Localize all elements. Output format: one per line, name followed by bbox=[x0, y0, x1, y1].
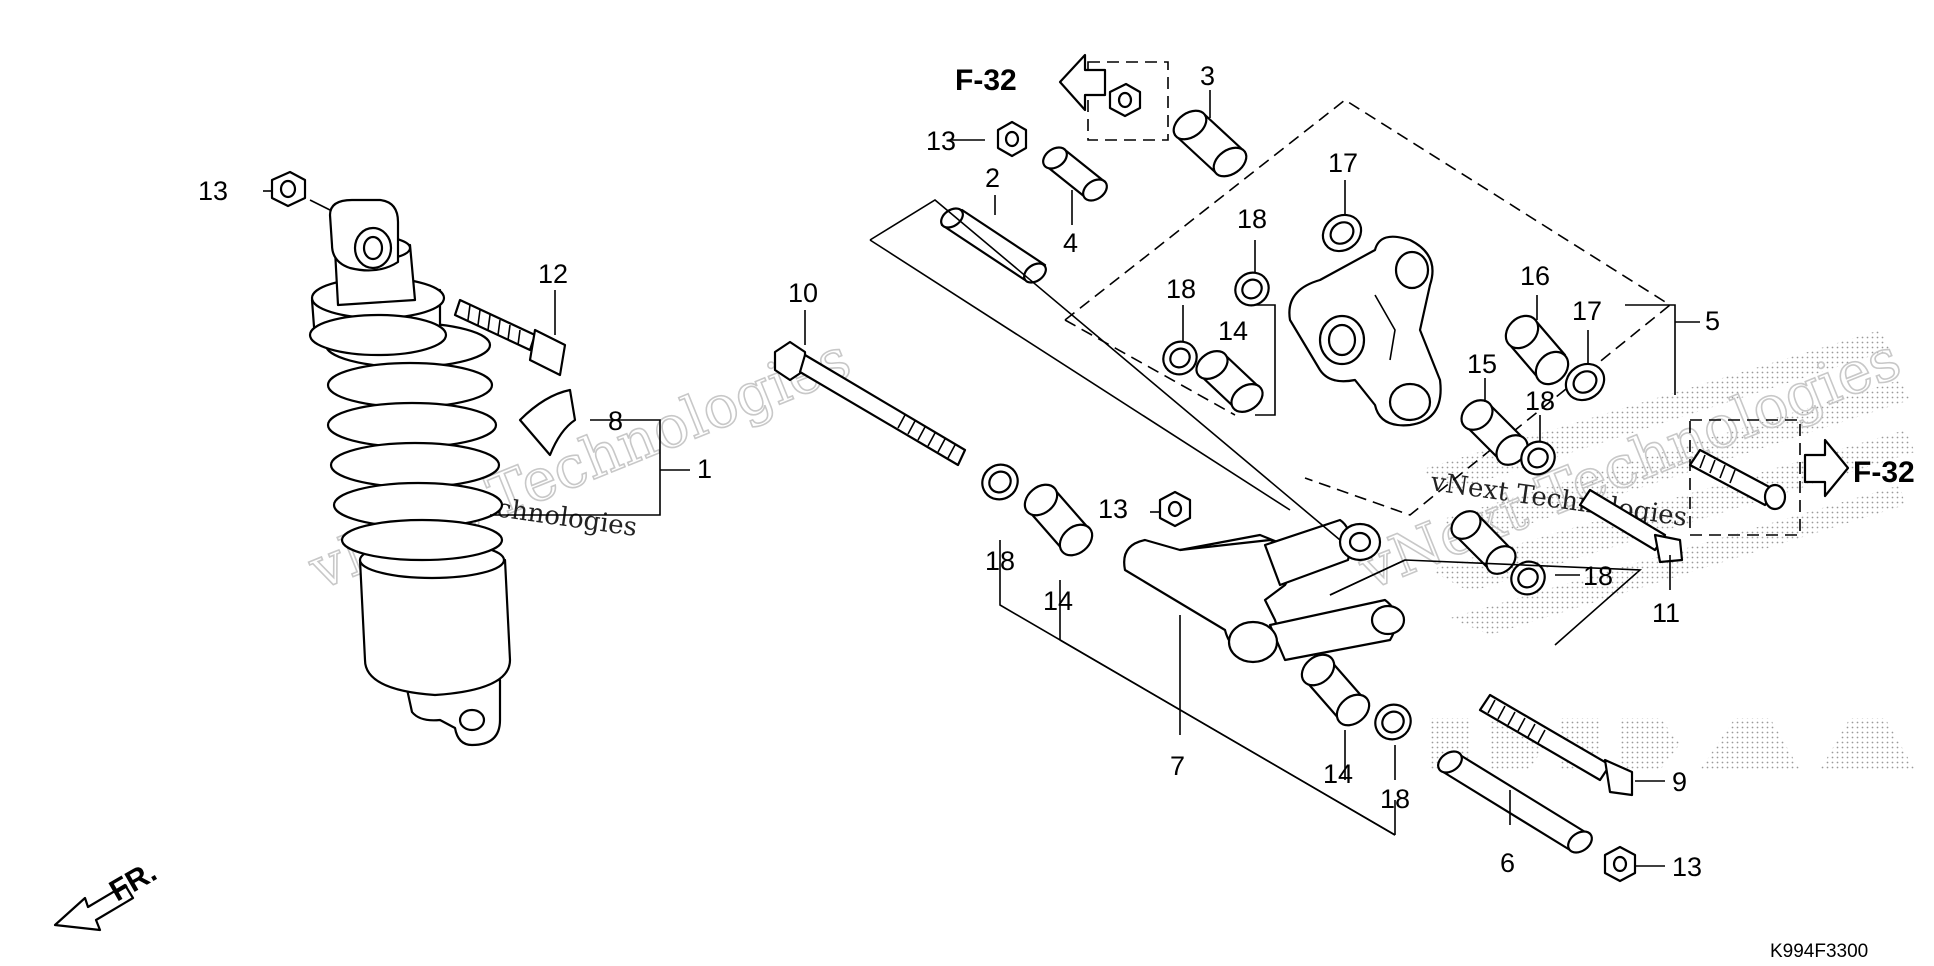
callout-3: 3 bbox=[1200, 61, 1215, 91]
callout-14: 14 bbox=[1218, 316, 1248, 346]
callouts: 1 2 3 4 5 6 7 8 9 10 11 12 13 13 13 13 1… bbox=[198, 61, 1720, 882]
seal-18-e bbox=[981, 463, 1019, 501]
ref-arrow-right bbox=[1803, 438, 1850, 498]
pipe-6 bbox=[1437, 750, 1593, 854]
callout-12: 12 bbox=[538, 259, 568, 289]
bracket-5 bbox=[1625, 304, 1676, 395]
collar-14-lower-a bbox=[1023, 483, 1094, 557]
callout-10: 10 bbox=[788, 278, 818, 308]
front-arrow: FR. bbox=[53, 855, 162, 932]
callout-17: 17 bbox=[1572, 296, 1602, 326]
centerline bbox=[309, 199, 331, 211]
collar-3 bbox=[1172, 109, 1248, 178]
bolt-12 bbox=[453, 298, 567, 377]
connecting-rod-7 bbox=[1123, 518, 1406, 664]
bracket-14-upper bbox=[1255, 304, 1276, 416]
callout-18: 18 bbox=[1166, 274, 1196, 304]
seal-17-left bbox=[1321, 213, 1363, 253]
callout-6: 6 bbox=[1500, 848, 1515, 878]
nut-13-bottom bbox=[1603, 845, 1637, 883]
collar-4 bbox=[1042, 146, 1108, 202]
callout-8: 8 bbox=[608, 406, 623, 436]
ref-arrow-top bbox=[1058, 53, 1107, 112]
bolt-9 bbox=[1478, 693, 1634, 797]
callout-7: 7 bbox=[1170, 751, 1185, 781]
seal-18-d bbox=[1510, 560, 1546, 596]
nut-top-box bbox=[1108, 82, 1142, 118]
nut-13-top bbox=[996, 120, 1028, 158]
callout-14: 14 bbox=[1043, 586, 1073, 616]
callout-13: 13 bbox=[1672, 852, 1702, 882]
collar-14-upper bbox=[1195, 350, 1264, 413]
shock-absorber bbox=[308, 198, 512, 747]
callout-2: 2 bbox=[985, 163, 1000, 193]
callout-18: 18 bbox=[1237, 204, 1267, 234]
bracket-rod-7 bbox=[869, 199, 1341, 541]
callout-5: 5 bbox=[1705, 306, 1720, 336]
diagram-code: K994F3300 bbox=[1770, 941, 1868, 962]
nut-13-center bbox=[1158, 490, 1192, 528]
callout-1: 1 bbox=[697, 454, 712, 484]
callout-18: 18 bbox=[1525, 386, 1555, 416]
callout-18: 18 bbox=[1380, 784, 1410, 814]
bolt-right-box bbox=[1688, 448, 1787, 511]
ref-label-right: F-32 bbox=[1853, 456, 1915, 489]
dashed-box-arm bbox=[1064, 99, 1672, 516]
bolt-11 bbox=[1578, 488, 1684, 564]
dashed-box-top bbox=[1087, 61, 1169, 141]
nut-13 bbox=[270, 170, 307, 208]
callout-18: 18 bbox=[985, 546, 1015, 576]
callout-17: 17 bbox=[1328, 148, 1358, 178]
collar-8 bbox=[518, 388, 577, 457]
bolt-10 bbox=[773, 340, 967, 467]
callout-11: 11 bbox=[1652, 598, 1680, 628]
seal-18-f bbox=[1374, 703, 1412, 741]
collar-14-lower-b bbox=[1300, 653, 1371, 727]
collar-16 bbox=[1504, 314, 1570, 386]
callout-9: 9 bbox=[1672, 767, 1687, 797]
callout-13: 13 bbox=[1098, 494, 1128, 524]
bracket-line bbox=[869, 239, 1291, 511]
bracket-8-1 bbox=[490, 419, 661, 516]
cushion-arm bbox=[1288, 235, 1442, 427]
callout-18: 18 bbox=[1583, 561, 1613, 591]
seal-17-right bbox=[1564, 362, 1606, 402]
collar-14-arm bbox=[1450, 510, 1517, 575]
dashed-edge bbox=[1064, 319, 1236, 416]
bracket-line bbox=[1059, 639, 1396, 836]
callout-15: 15 bbox=[1467, 349, 1497, 379]
ref-label-top: F-32 bbox=[955, 64, 1017, 97]
callout-14: 14 bbox=[1323, 759, 1353, 789]
callout-4: 4 bbox=[1063, 228, 1078, 258]
callout-13: 13 bbox=[198, 176, 228, 206]
seal-18-b bbox=[1162, 340, 1198, 376]
bracket-line bbox=[1329, 559, 1406, 596]
callout-16: 16 bbox=[1520, 261, 1550, 291]
callout-13: 13 bbox=[926, 126, 956, 156]
seal-18-c bbox=[1520, 440, 1556, 476]
seal-18-a bbox=[1234, 271, 1270, 307]
